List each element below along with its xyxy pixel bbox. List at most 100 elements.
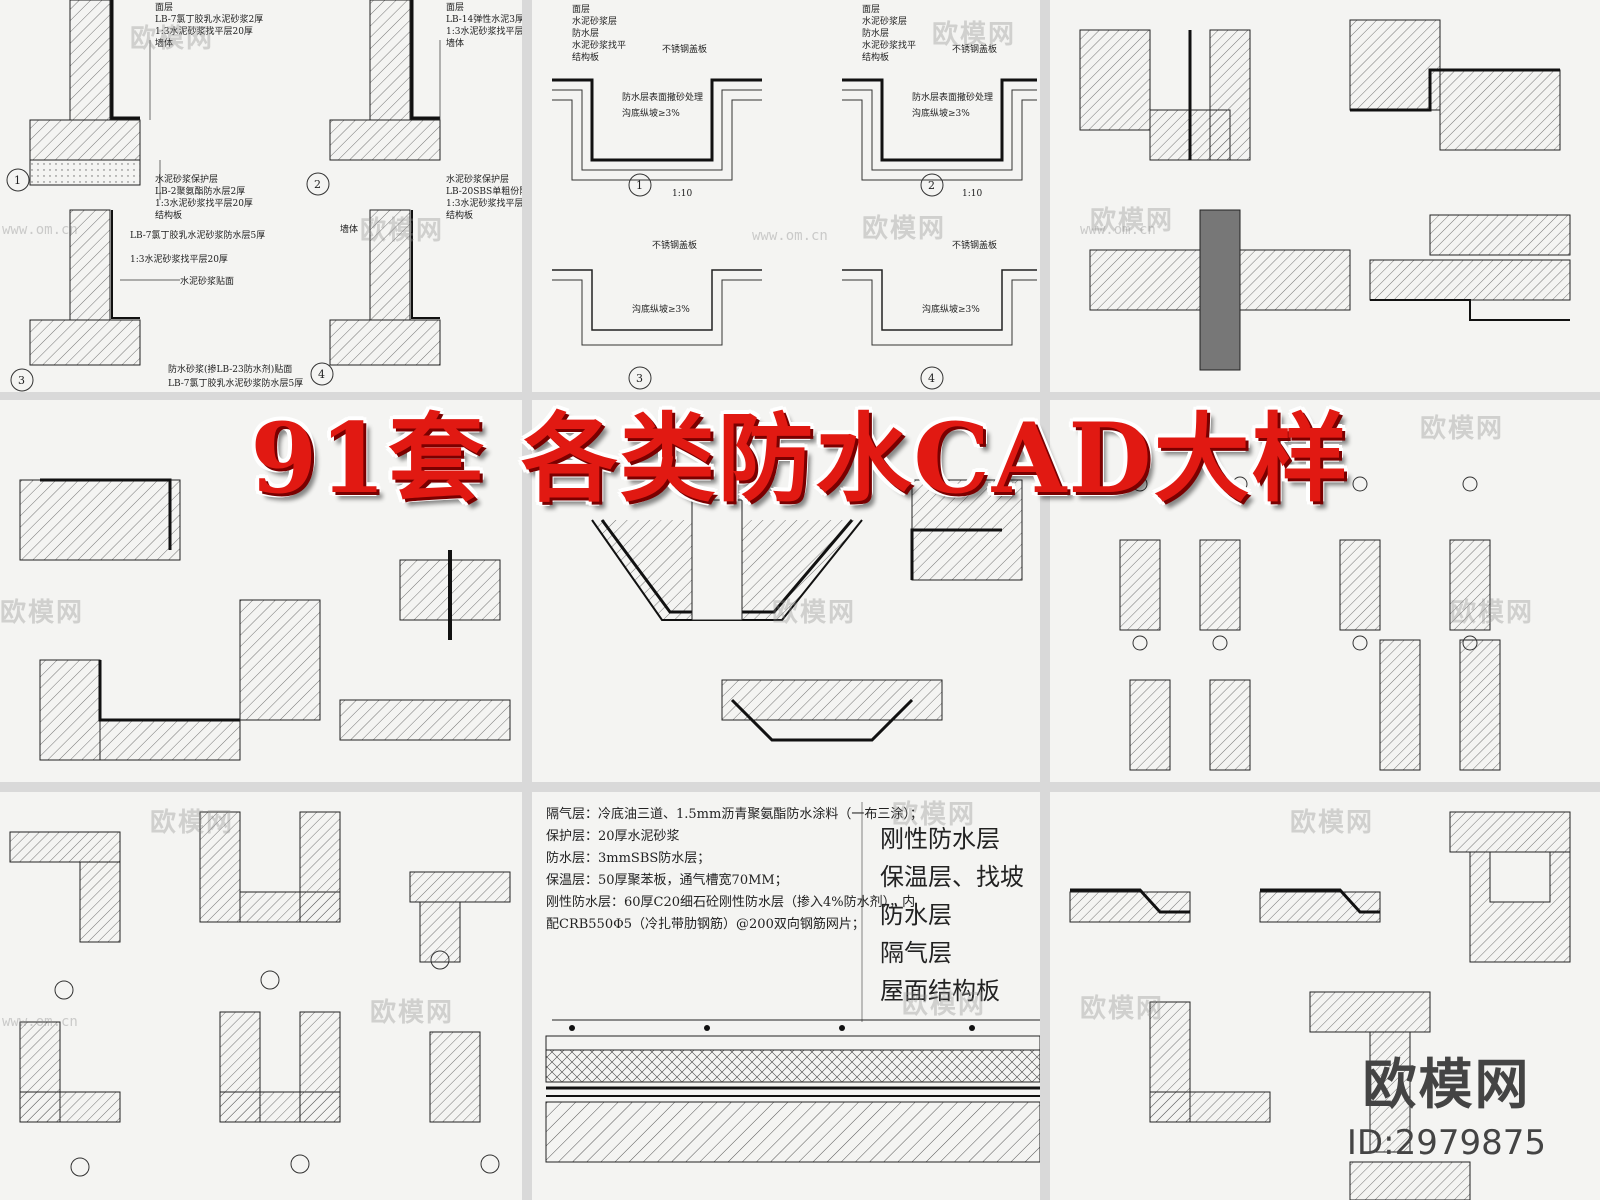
annotation: 防水层表面撒砂处理 <box>622 91 703 103</box>
drawing-panel-middle-center: 欧模网 <box>532 400 1040 782</box>
scale-label: 1:10 <box>962 189 982 199</box>
layer-label: 隔气层 <box>880 939 952 967</box>
label: 水泥砂浆保护层 <box>446 173 509 185</box>
layer-label: 保温层、找坡 <box>880 863 1024 891</box>
label: 结构板 <box>572 51 599 63</box>
label: LB-7氯丁胶乳水泥砂浆2厚 <box>155 13 263 25</box>
label: LB-2聚氨酯防水层2厚 <box>155 185 245 197</box>
label: 1:3水泥砂浆找平层20厚 <box>130 253 228 265</box>
annotation: 不锈钢盖板 <box>952 239 997 251</box>
note-line: 刚性防水层：60厚C20细石砼刚性防水层（掺入4%防水剂），内 <box>546 895 916 910</box>
drawing-panel-bottom-right: 欧模网 欧模网 <box>1050 792 1600 1200</box>
sump-pit-details-drawing <box>591 479 1023 742</box>
watermark-url: www.om.cn <box>2 222 78 238</box>
layer-legend: 刚性防水层 保温层、找坡 防水层 隔气层 屋面结构板 <box>880 820 1024 1010</box>
drawing-panel-bottom-center: 隔气层：冷底油三道、1.5mm沥青聚氨酯防水涂料（一布三涂）； 保护层：20厚水… <box>532 792 1040 1200</box>
watermark-url: www.om.cn <box>1080 222 1156 238</box>
annotation: 沟底纵坡≥3% <box>622 107 680 119</box>
label: 面层 <box>155 2 173 13</box>
scale-label: 1:10 <box>672 189 692 199</box>
watermark: 欧模网 <box>0 598 85 628</box>
note-line: 防水层：3mmSBS防水层； <box>546 851 711 866</box>
detail-number-1: 1 <box>14 174 21 187</box>
watermark-url: www.om.cn <box>2 1014 78 1030</box>
annotation: 沟底纵坡≥3% <box>922 303 980 315</box>
detail-number-2: 2 <box>928 179 935 192</box>
drawing-panel-top-center: 1 2 3 4 1:10 1:10 面层 水泥砂浆层 防水层 水泥砂浆找平 结构… <box>532 0 1040 392</box>
annotation: 不锈钢盖板 <box>952 43 997 55</box>
watermark: 欧模网 <box>902 990 987 1020</box>
annotation: 不锈钢盖板 <box>662 43 707 55</box>
pipe-penetration-details-drawing <box>1079 19 1571 371</box>
label: LB-7氯丁胶乳水泥砂浆防水层5厚 <box>168 377 303 389</box>
brand-watermark: 欧模网 ID:2979875 <box>1347 1040 1546 1163</box>
wall-joint-details-drawing <box>1119 476 1501 771</box>
label: 墙体 <box>155 37 173 49</box>
watermark: 欧模网 <box>360 216 445 246</box>
drawing-panel-middle-left: 欧模网 <box>0 400 522 782</box>
watermark: 欧模网 <box>1290 808 1375 838</box>
label: 防水层 <box>862 27 889 39</box>
detail-number-4: 4 <box>318 368 325 381</box>
brand-id: ID:2979875 <box>1346 1123 1546 1163</box>
watermark: 欧模网 <box>1450 598 1535 628</box>
label: 防水砂浆(掺LB-23防水剂)贴面 <box>168 363 292 375</box>
detail-number-1: 1 <box>636 179 643 192</box>
drawing-panel-top-right: 欧模网 www.om.cn <box>1050 0 1600 392</box>
layer-label: 刚性防水层 <box>880 825 1000 853</box>
roof-edge-details-drawing <box>19 478 511 761</box>
watermark: 欧模网 <box>150 808 235 838</box>
watermark: 欧模网 <box>130 24 215 54</box>
label: 水泥砂浆贴面 <box>180 275 234 287</box>
label: 水泥砂浆找平 <box>572 39 626 51</box>
drawing-panel-middle-right: 欧模网 欧模网 <box>1050 400 1600 782</box>
label: 结构板 <box>155 209 182 221</box>
parapet-details-drawing <box>9 811 511 1177</box>
label: 面层 <box>446 2 464 13</box>
watermark: 欧模网 <box>772 598 857 628</box>
label: 1:3水泥砂浆找平层 <box>446 197 522 209</box>
annotation: 防水层表面撒砂处理 <box>912 91 993 103</box>
note-line: 保温层：50厚聚苯板，通气槽宽70MM； <box>546 873 788 888</box>
label: 1:3水泥砂浆找平层20厚 <box>155 197 253 209</box>
waterproof-wall-details-drawing: 1 2 3 4 面层 LB-7氯丁胶乳水泥砂浆2厚 1:3水泥砂浆找平层20厚 … <box>6 0 522 392</box>
watermark: 欧模网 <box>892 800 977 830</box>
label: 墙体 <box>340 223 358 235</box>
annotation: 不锈钢盖板 <box>652 239 697 251</box>
note-line: 隔气层：冷底油三道、1.5mm沥青聚氨酯防水涂料（一布三涂）； <box>546 807 923 822</box>
detail-number-4: 4 <box>928 372 935 385</box>
construction-notes: 隔气层：冷底油三道、1.5mm沥青聚氨酯防水涂料（一布三涂）； 保护层：20厚水… <box>546 804 923 936</box>
roof-layer-section-drawing <box>545 802 1040 1163</box>
trench-cover-details-drawing: 1 2 3 4 1:10 1:10 面层 水泥砂浆层 防水层 水泥砂浆找平 结构… <box>552 4 1037 390</box>
watermark: 欧模网 <box>1420 414 1505 444</box>
drawing-panel-top-left: 1 2 3 4 面层 LB-7氯丁胶乳水泥砂浆2厚 1:3水泥砂浆找平层20厚 … <box>0 0 522 392</box>
label: 面层 <box>572 4 590 15</box>
banner-title: 91套 各类防水CAD大样 <box>250 401 1350 515</box>
label: LB-14弹性水泥3厚 <box>446 13 522 25</box>
watermark-url: www.om.cn <box>752 228 828 244</box>
layer-label: 防水层 <box>880 901 952 929</box>
watermark: 欧模网 <box>932 20 1017 50</box>
label: 结构板 <box>862 51 889 63</box>
note-line: 配CRB550Φ5（冷扎带肋钢筋）@200双向钢筋网片； <box>546 917 865 932</box>
drawing-panel-bottom-left: 欧模网 欧模网 www.om.cn <box>0 792 522 1200</box>
detail-number-3: 3 <box>636 372 643 385</box>
label: 结构板 <box>446 209 473 221</box>
label: 面层 <box>862 4 880 15</box>
label: 墙体 <box>446 37 464 49</box>
layer-label: 屋面结构板 <box>880 977 1000 1005</box>
label: LB-20SBS单粗份防 <box>446 185 522 197</box>
watermark: 欧模网 <box>862 214 947 244</box>
label: 水泥砂浆保护层 <box>155 173 218 185</box>
label: 防水层 <box>572 27 599 39</box>
brand-name: 欧模网 <box>1362 1053 1531 1116</box>
promo-banner: 91套 各类防水CAD大样 <box>0 395 1600 515</box>
watermark: 欧模网 <box>1090 206 1175 236</box>
annotation: 沟底纵坡≥3% <box>912 107 970 119</box>
label: LB-7氯丁胶乳水泥砂浆防水层5厚 <box>130 229 265 241</box>
annotation: 沟底纵坡≥3% <box>632 303 690 315</box>
detail-number-2: 2 <box>314 178 321 191</box>
watermark: 欧模网 <box>370 998 455 1028</box>
label: 水泥砂浆层 <box>862 15 907 27</box>
label: 水泥砂浆层 <box>572 15 617 27</box>
